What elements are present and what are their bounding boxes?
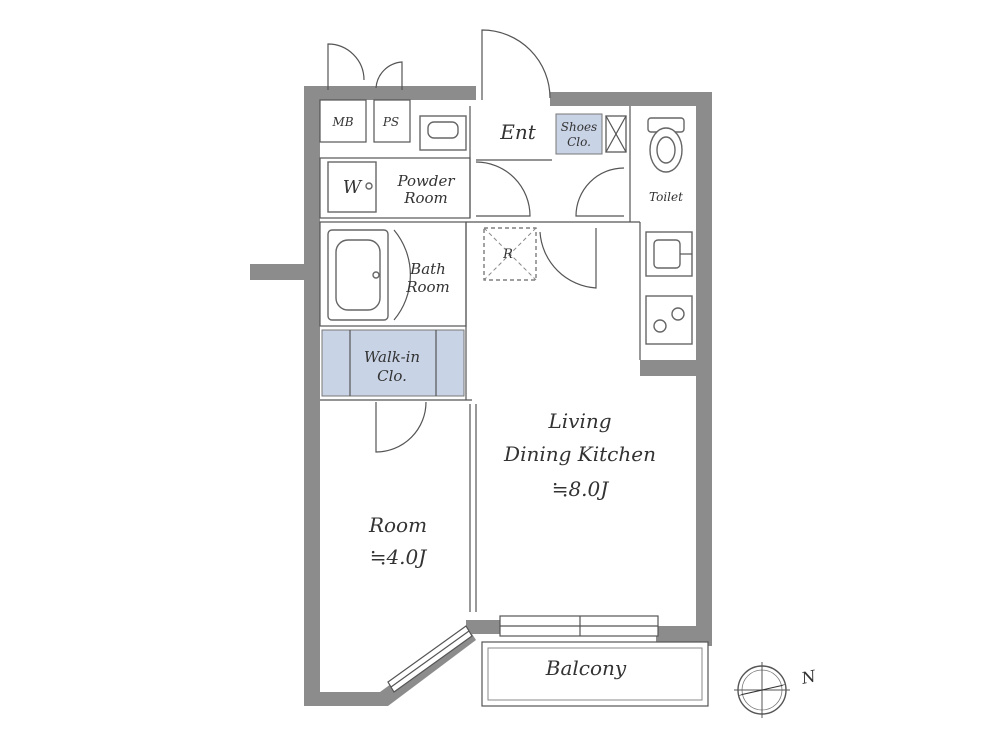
label-powder-room: Room — [403, 189, 448, 207]
label-powder: Powder — [396, 172, 455, 190]
compass-icon: N — [734, 662, 818, 718]
doors — [327, 29, 625, 453]
label-entrance: Ent — [499, 120, 536, 144]
label-bath: Bath — [409, 260, 446, 278]
label-room: Room — [368, 513, 427, 537]
fixtures — [327, 115, 693, 345]
toilet-icon — [647, 117, 685, 173]
interior-walls — [319, 99, 641, 612]
label-ps: PS — [382, 115, 399, 129]
label-ldk-area: ≒8.0J — [552, 477, 610, 501]
shoes-closet — [555, 113, 603, 155]
label-mb: MB — [331, 115, 353, 129]
stove-icon — [645, 295, 693, 345]
label-toilet: Toilet — [649, 190, 683, 204]
label-walkin: Walk-in — [364, 348, 420, 366]
refrigerator-icon — [483, 227, 537, 281]
balcony — [481, 641, 709, 707]
label-refrigerator: R — [502, 247, 513, 262]
label-living: Living — [547, 409, 611, 433]
label-walkin-clo: Clo. — [377, 367, 407, 385]
label-balcony: Balcony — [545, 656, 627, 680]
closets — [321, 113, 603, 397]
outer-walls — [250, 86, 712, 706]
label-dining-kitchen: Dining Kitchen — [503, 442, 656, 466]
label-room-area: ≒4.0J — [370, 545, 428, 569]
windows — [387, 615, 659, 693]
label-shoes: Shoes — [561, 120, 597, 134]
labels: MB PS Ent Shoes Clo. Toilet W Powder Roo… — [331, 115, 683, 680]
walkin-closet — [321, 329, 465, 397]
compass-north-label: N — [799, 666, 819, 688]
label-bath-room: Room — [405, 278, 450, 296]
kitchen-sink-icon — [645, 231, 693, 277]
label-washer: W — [343, 177, 363, 198]
washer-icon — [327, 161, 377, 213]
label-shoes-clo: Clo. — [567, 135, 591, 149]
bathtub-icon — [327, 229, 389, 321]
